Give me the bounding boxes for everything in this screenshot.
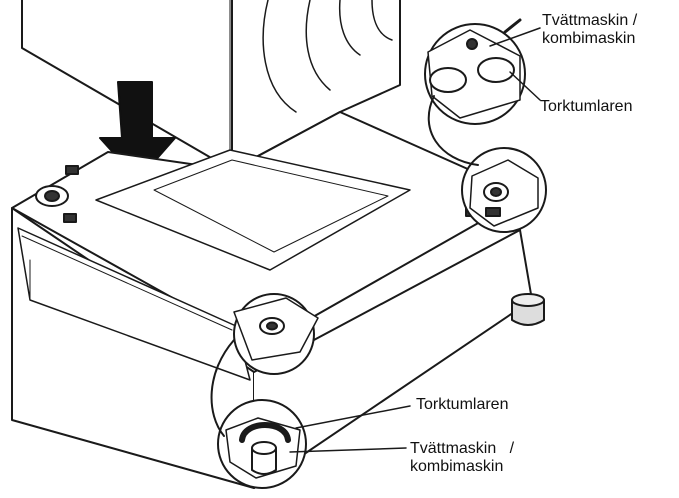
leader-lines xyxy=(289,27,541,453)
detail-circle-bottom xyxy=(217,399,307,489)
pedestal-foot xyxy=(511,299,545,326)
pedestal-front xyxy=(11,207,545,489)
detail-circle-top-right xyxy=(461,147,547,233)
label-bottom-dryer: Torktumlaren xyxy=(416,396,509,413)
label-top-washer: Tvättmaskin / kombimaskin xyxy=(542,12,638,47)
label-bottom-washer: Tvättmaskin / kombimaskin xyxy=(410,440,515,475)
label-top-dryer: Torktumlaren xyxy=(540,98,633,115)
detail-circle-middle xyxy=(233,293,319,375)
pedestal-top xyxy=(11,111,481,331)
detail-circle-top xyxy=(424,18,526,125)
drawer xyxy=(17,227,251,381)
corner-mount-left xyxy=(35,165,79,223)
